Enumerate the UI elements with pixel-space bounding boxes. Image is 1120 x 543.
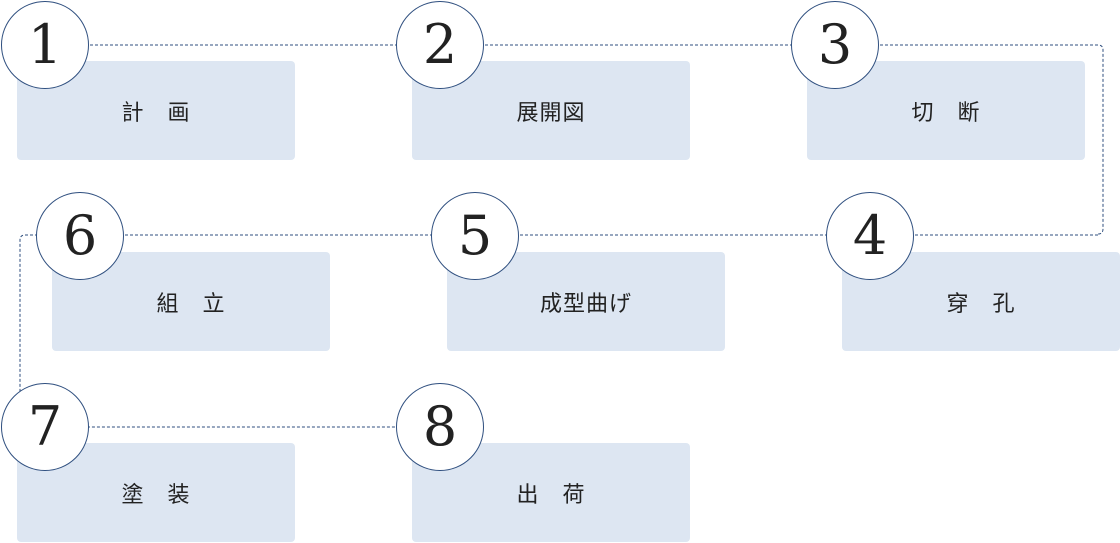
step-number-7: 7 xyxy=(27,395,63,458)
step-label-5: 成型曲げ xyxy=(539,291,632,317)
step-number-badge-1: 1 xyxy=(1,1,89,89)
step-label-1: 計 画 xyxy=(121,100,191,126)
step-number-badge-3: 3 xyxy=(791,1,879,89)
step-number-badge-4: 4 xyxy=(826,192,914,280)
step-card-2: 展開図 xyxy=(412,61,690,160)
step-number-badge-8: 8 xyxy=(396,383,484,471)
step-label-2: 展開図 xyxy=(516,100,586,126)
step-number-badge-7: 7 xyxy=(1,383,89,471)
step-number-1: 1 xyxy=(27,13,63,76)
step-number-6: 6 xyxy=(62,204,98,267)
step-number-2: 2 xyxy=(422,13,458,76)
step-number-5: 5 xyxy=(457,204,493,267)
step-label-8: 出 荷 xyxy=(516,482,586,508)
step-label-7: 塗 装 xyxy=(121,482,191,508)
step-number-8: 8 xyxy=(422,395,458,458)
step-number-4: 4 xyxy=(852,204,888,267)
step-label-6: 組 立 xyxy=(156,291,226,317)
step-label-3: 切 断 xyxy=(911,100,981,126)
step-number-3: 3 xyxy=(817,13,853,76)
step-label-4: 穿 孔 xyxy=(946,291,1016,317)
step-number-badge-2: 2 xyxy=(396,1,484,89)
connector-row1 xyxy=(90,44,1104,235)
step-number-badge-6: 6 xyxy=(36,192,124,280)
step-card-4: 穿 孔 xyxy=(842,252,1120,351)
step-number-badge-5: 5 xyxy=(431,192,519,280)
